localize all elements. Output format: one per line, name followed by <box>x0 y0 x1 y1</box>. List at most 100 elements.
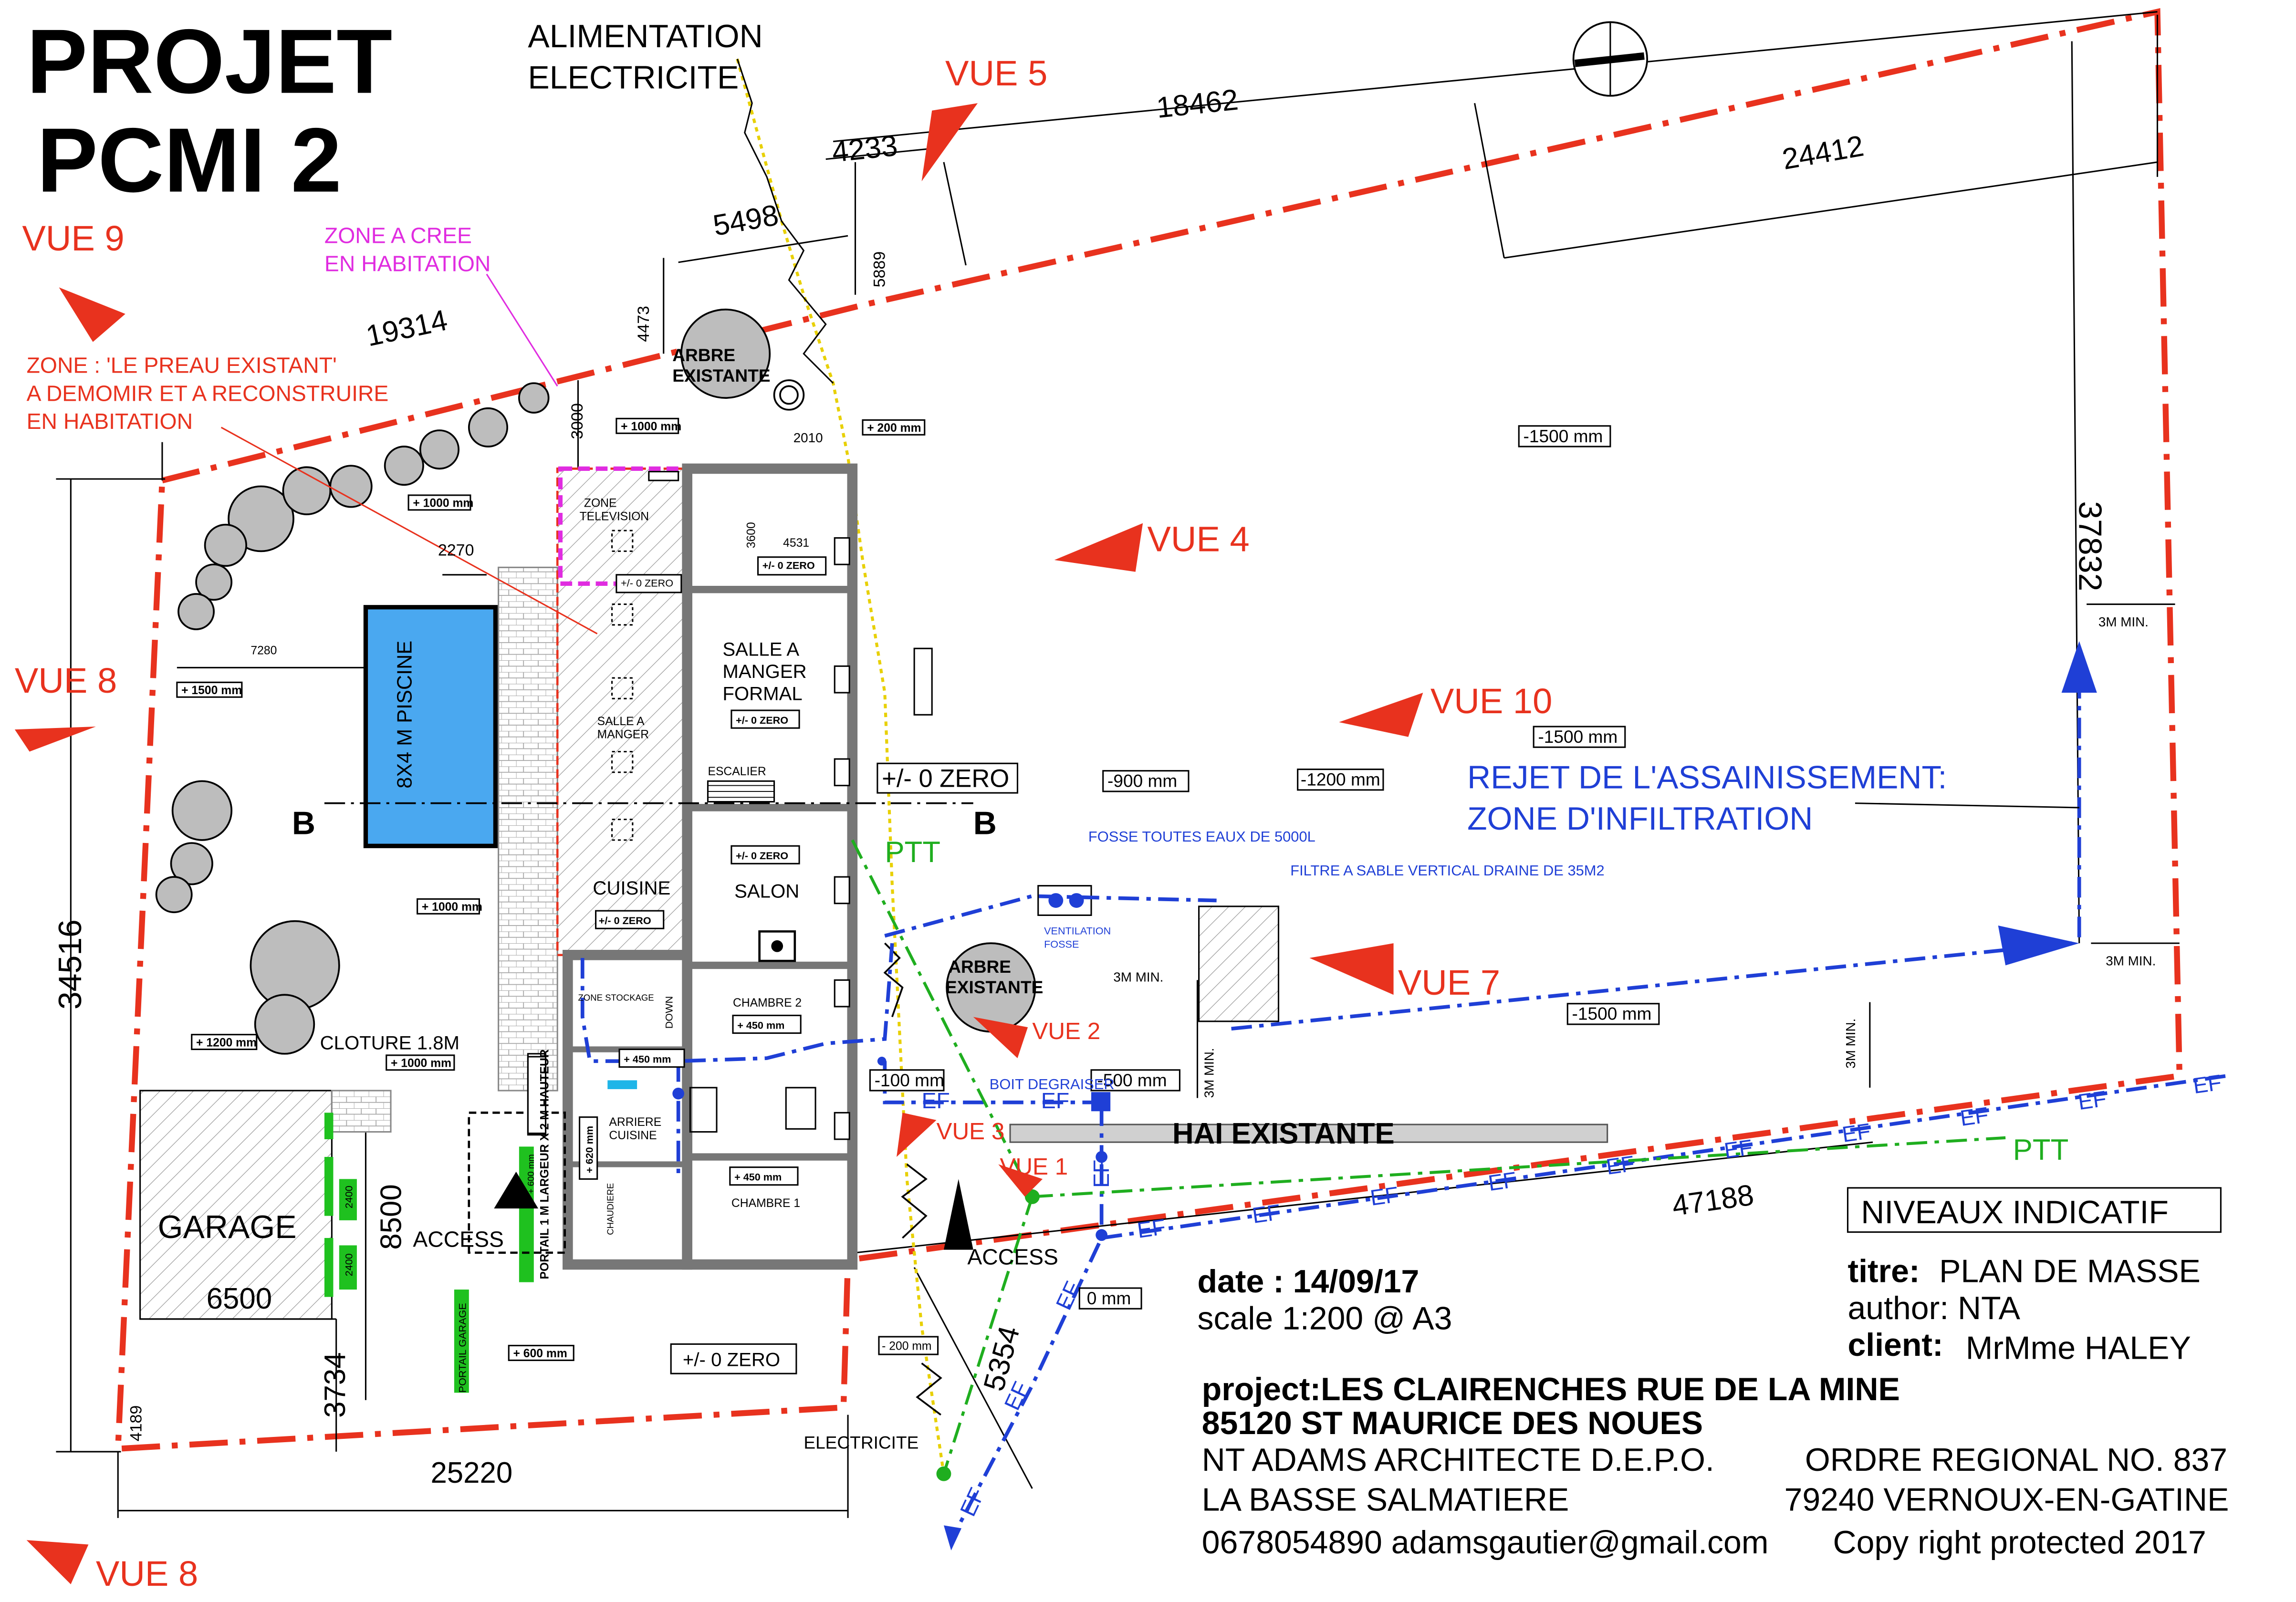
ordre-label: ORDRE REGIONAL NO. 837 <box>1805 1442 2227 1478</box>
zone-notes: ZONE A CREE EN HABITATION ZONE : 'LE PRE… <box>27 223 598 635</box>
arbre-2-line1: ARBRE <box>948 957 1011 977</box>
client-value: MrMme HALEY <box>1966 1330 2191 1366</box>
zone-cree-line2: EN HABITATION <box>324 251 491 276</box>
ef-label-2: EF <box>1041 1088 1069 1113</box>
vue4-label: VUE 4 <box>1147 519 1249 559</box>
ef-label-5: EF <box>1251 1199 1282 1228</box>
niveaux-label: NIVEAUX INDICATIF <box>1861 1194 2169 1230</box>
zone-stockage-label: ZONE STOCKAGE <box>578 993 654 1003</box>
water-nodes <box>672 1056 1108 1241</box>
level-1000-d: + 1000 mm <box>391 1057 451 1070</box>
level-m1500-a: -1500 mm <box>1524 426 1603 446</box>
dimension-labels: 4233 18462 24412 5498 5889 4473 19314 30… <box>52 83 2156 1489</box>
date-label: date : 14/09/17 <box>1198 1263 1419 1300</box>
ef-label-10: EF <box>1840 1118 1872 1147</box>
alimentation-line2: ELECTRICITE <box>528 59 739 95</box>
level-1000-b: + 1000 mm <box>413 497 473 510</box>
arbre-1-line2: EXISTANTE <box>672 365 770 385</box>
level-zero-main: +/- 0 ZERO <box>882 765 1009 793</box>
ef-label-1: EF <box>922 1088 950 1113</box>
ef-label-8: EF <box>1605 1151 1636 1179</box>
garage-2400-b: 2400 <box>343 1253 355 1276</box>
dim-2270: 2270 <box>438 541 474 560</box>
plus450-c2: + 450 mm <box>737 1019 784 1031</box>
dim-4473: 4473 <box>635 306 653 342</box>
zero-tv: +/- 0 ZERO <box>621 577 673 589</box>
project-title-line2: PCMI 2 <box>37 109 342 211</box>
scale-label: scale 1:200 @ A3 <box>1198 1300 1452 1337</box>
min3-e: 3M MIN. <box>1843 1019 1858 1069</box>
ef-label-7: EF <box>1487 1167 1518 1196</box>
dim-4233: 4233 <box>830 129 899 169</box>
dim-4531: 4531 <box>783 537 809 550</box>
architect-label: NT ADAMS ARCHITECTE D.E.P.O. <box>1202 1442 1714 1478</box>
title-block: NIVEAUX INDICATIF titre: PLAN DE MASSE a… <box>1198 1194 2229 1560</box>
vue1-label: VUE 1 <box>1000 1154 1068 1180</box>
dim-47188: 47188 <box>1670 1178 1756 1222</box>
chaudiere-label: CHAUDIERE <box>605 1183 616 1235</box>
dim-3600: 3600 <box>745 522 758 548</box>
level-zero-bottom: +/- 0 ZERO <box>683 1349 780 1371</box>
level-1500: + 1500 mm <box>181 684 242 697</box>
arbre-1-line1: ARBRE <box>672 345 735 365</box>
project-line2: 85120 ST MAURICE DES NOUES <box>1202 1405 1703 1441</box>
portail-label: PORTAIL 1 M LARGEUR X 2 M HAUTEUR <box>539 1049 552 1279</box>
level-boxes <box>176 417 2222 1374</box>
level-m500: -500 mm <box>1097 1070 1167 1090</box>
swimming-pool <box>363 605 498 848</box>
septic-system <box>1009 885 1608 1143</box>
vue8-label-south: VUE 8 <box>96 1554 198 1593</box>
ptt-label-2: PTT <box>2013 1134 2069 1166</box>
electricity-line <box>736 58 946 1474</box>
project-title-line1: PROJET <box>27 10 393 113</box>
address-line1: LA BASSE SALMATIERE <box>1202 1481 1569 1518</box>
piscine-label: 8X4 M PISCINE <box>393 641 416 789</box>
ef-label-12: EF <box>2077 1086 2108 1114</box>
ventilation-line2: FOSSE <box>1044 938 1079 950</box>
ptt-label-1: PTT <box>885 836 940 869</box>
address-line2: 79240 VERNOUX-EN-GATINE <box>1785 1481 2229 1518</box>
dim-18462: 18462 <box>1155 83 1240 125</box>
level-1000-a: + 1000 mm <box>621 420 681 433</box>
trees <box>155 308 1036 1055</box>
hai-label: HAI EXISTANTE <box>1172 1117 1395 1150</box>
dim-6500: 6500 <box>207 1282 272 1315</box>
author-label: author: NTA <box>1847 1290 2020 1326</box>
preau-line1: ZONE : 'LE PREAU EXISTANT' <box>27 353 337 378</box>
dim-37832: 37832 <box>2072 501 2108 591</box>
dim-4189: 4189 <box>127 1405 146 1442</box>
dim-24412: 24412 <box>1780 129 1866 176</box>
vue8-label-west: VUE 8 <box>15 661 117 700</box>
view-labels: VUE 5 VUE 9 VUE 4 VUE 8 VUE 10 VUE 7 VUE… <box>15 53 1553 1593</box>
ptt-node <box>1024 1189 1040 1204</box>
zone-cree-line1: ZONE A CREE <box>324 223 472 248</box>
section-b-left: B <box>292 805 315 842</box>
vue7-label: VUE 7 <box>1398 963 1500 1002</box>
ef-label-11: EF <box>1959 1102 1990 1131</box>
rejet-line1: REJET DE L'ASSAINISSEMENT: <box>1467 759 1947 796</box>
ef-label-6: EF <box>1368 1182 1400 1210</box>
ef-label-16: EF <box>955 1484 990 1520</box>
zero-salon: +/- 0 ZERO <box>736 850 788 862</box>
rejet-line2: ZONE D'INFILTRATION <box>1467 801 1813 837</box>
titre-value: PLAN DE MASSE <box>1939 1253 2201 1290</box>
ef-label-4: EF <box>1136 1214 1167 1243</box>
titre-label: titre: <box>1847 1253 1920 1290</box>
chambre1-label: CHAMBRE 1 <box>731 1197 800 1210</box>
plus620: + 620 mm <box>583 1126 595 1173</box>
level-m200: - 200 mm <box>882 1340 931 1353</box>
ptt-node-south <box>936 1466 951 1481</box>
sam-formal-line3: FORMAL <box>722 683 802 704</box>
plus600-label: + 600 mm <box>526 1154 536 1194</box>
alimentation-line1: ALIMENTATION <box>528 18 762 54</box>
level-600: + 600 mm <box>513 1347 567 1360</box>
level-labels: + 1000 mm + 200 mm + 1000 mm + 1500 mm +… <box>181 420 1651 1371</box>
access-label-1: ACCESS <box>413 1227 504 1252</box>
dim-8500: 8500 <box>375 1184 408 1249</box>
dim-3734: 3734 <box>319 1352 352 1417</box>
plus450-a: + 450 mm <box>624 1053 671 1065</box>
dim-2010: 2010 <box>793 430 823 445</box>
title-block-header: PROJET PCMI 2 ALIMENTATION ELECTRICITE <box>27 10 763 211</box>
filtre-label: FILTRE A SABLE VERTICAL DRAINE DE 35M2 <box>1290 862 1604 879</box>
